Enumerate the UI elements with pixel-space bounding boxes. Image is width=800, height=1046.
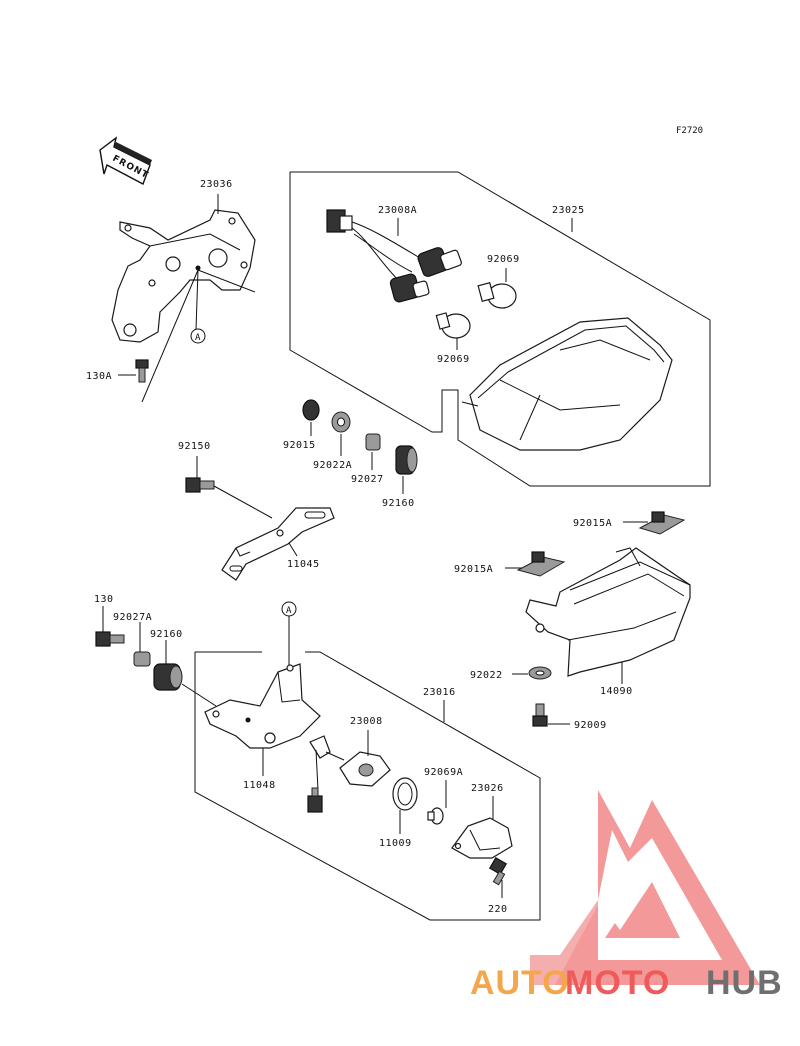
lens-cover-23026-icon — [451, 817, 513, 859]
watermark-text-moto: MOTO — [565, 964, 670, 1002]
label-220: 220 — [488, 904, 508, 915]
label-11045: 11045 — [287, 559, 320, 570]
label-92069-upper: 92069 — [487, 254, 520, 265]
label-14090: 14090 — [600, 686, 633, 697]
screw-220-icon — [488, 856, 508, 886]
label-92009: 92009 — [574, 720, 607, 731]
damper-92160-lower-icon — [153, 663, 183, 691]
label-92015: 92015 — [283, 440, 316, 451]
label-92027a: 92027A — [113, 612, 152, 623]
label-92022a: 92022A — [313, 460, 352, 471]
label-92015a-lower: 92015A — [454, 564, 493, 575]
label-92022: 92022 — [470, 670, 503, 681]
svg-text:A: A — [286, 606, 292, 616]
label-23036: 23036 — [200, 179, 233, 190]
watermark-logo-icon — [530, 790, 760, 985]
label-11009: 11009 — [379, 838, 412, 849]
bulb-92069-upper-icon — [477, 281, 517, 309]
damper-92160-upper-icon — [395, 445, 418, 475]
bolt-130a-icon — [135, 359, 149, 383]
watermark-text-hub: HUB — [706, 964, 783, 1002]
bracket-11048-icon — [204, 663, 321, 749]
washer-92022a-icon — [331, 411, 351, 433]
label-130: 130 — [94, 594, 114, 605]
washer-92022-icon — [528, 666, 552, 680]
collar-92027-icon — [365, 433, 381, 451]
collar-92027a-icon — [133, 651, 151, 667]
bolt-130-icon — [95, 631, 125, 647]
gasket-11009-icon — [392, 777, 418, 811]
bracket-23036-icon — [111, 209, 256, 343]
front-arrow-icon: FRONT — [99, 136, 152, 185]
bulb-92069-lower-icon — [435, 312, 471, 339]
clip-nut-92015a-upper-icon — [638, 511, 686, 535]
figure-code: F2720 — [676, 126, 703, 136]
label-23016: 23016 — [423, 687, 456, 698]
watermark-text-auto: AUTO — [470, 964, 570, 1002]
label-92027: 92027 — [351, 474, 384, 485]
bulb-92069a-icon — [427, 807, 444, 825]
grommet-92015-icon — [302, 399, 320, 421]
clip-nut-92015a-lower-icon — [516, 551, 566, 577]
label-92069a: 92069A — [424, 767, 463, 778]
reflector-cover-14090-icon — [525, 547, 691, 677]
svg-text:A: A — [195, 333, 201, 343]
socket-harness-23008a-icon — [326, 209, 462, 303]
assembly-outline-23025 — [289, 171, 711, 487]
label-92160-upper: 92160 — [382, 498, 415, 509]
label-92160-lower: 92160 — [150, 629, 183, 640]
label-92015a-upper: 92015A — [573, 518, 612, 529]
tail-light-lens-icon — [461, 317, 673, 451]
assembly-outline-23016 — [194, 651, 541, 921]
label-23008a: 23008A — [378, 205, 417, 216]
bolt-92150-icon — [185, 477, 215, 493]
ref-marker-a-upper: A — [190, 328, 206, 344]
bracket-11045-icon — [221, 507, 335, 581]
screw-92009-icon — [532, 703, 548, 727]
socket-23008-icon — [307, 735, 391, 813]
label-11048: 11048 — [243, 780, 276, 791]
label-23025: 23025 — [552, 205, 585, 216]
label-92150: 92150 — [178, 441, 211, 452]
label-23026: 23026 — [471, 783, 504, 794]
watermark-wordmark: AUTO MOTO HUB — [470, 964, 783, 1002]
label-130a: 130A — [86, 371, 112, 382]
label-23008: 23008 — [350, 716, 383, 727]
label-92069-lower: 92069 — [437, 354, 470, 365]
ref-marker-a-lower: A — [281, 601, 297, 617]
